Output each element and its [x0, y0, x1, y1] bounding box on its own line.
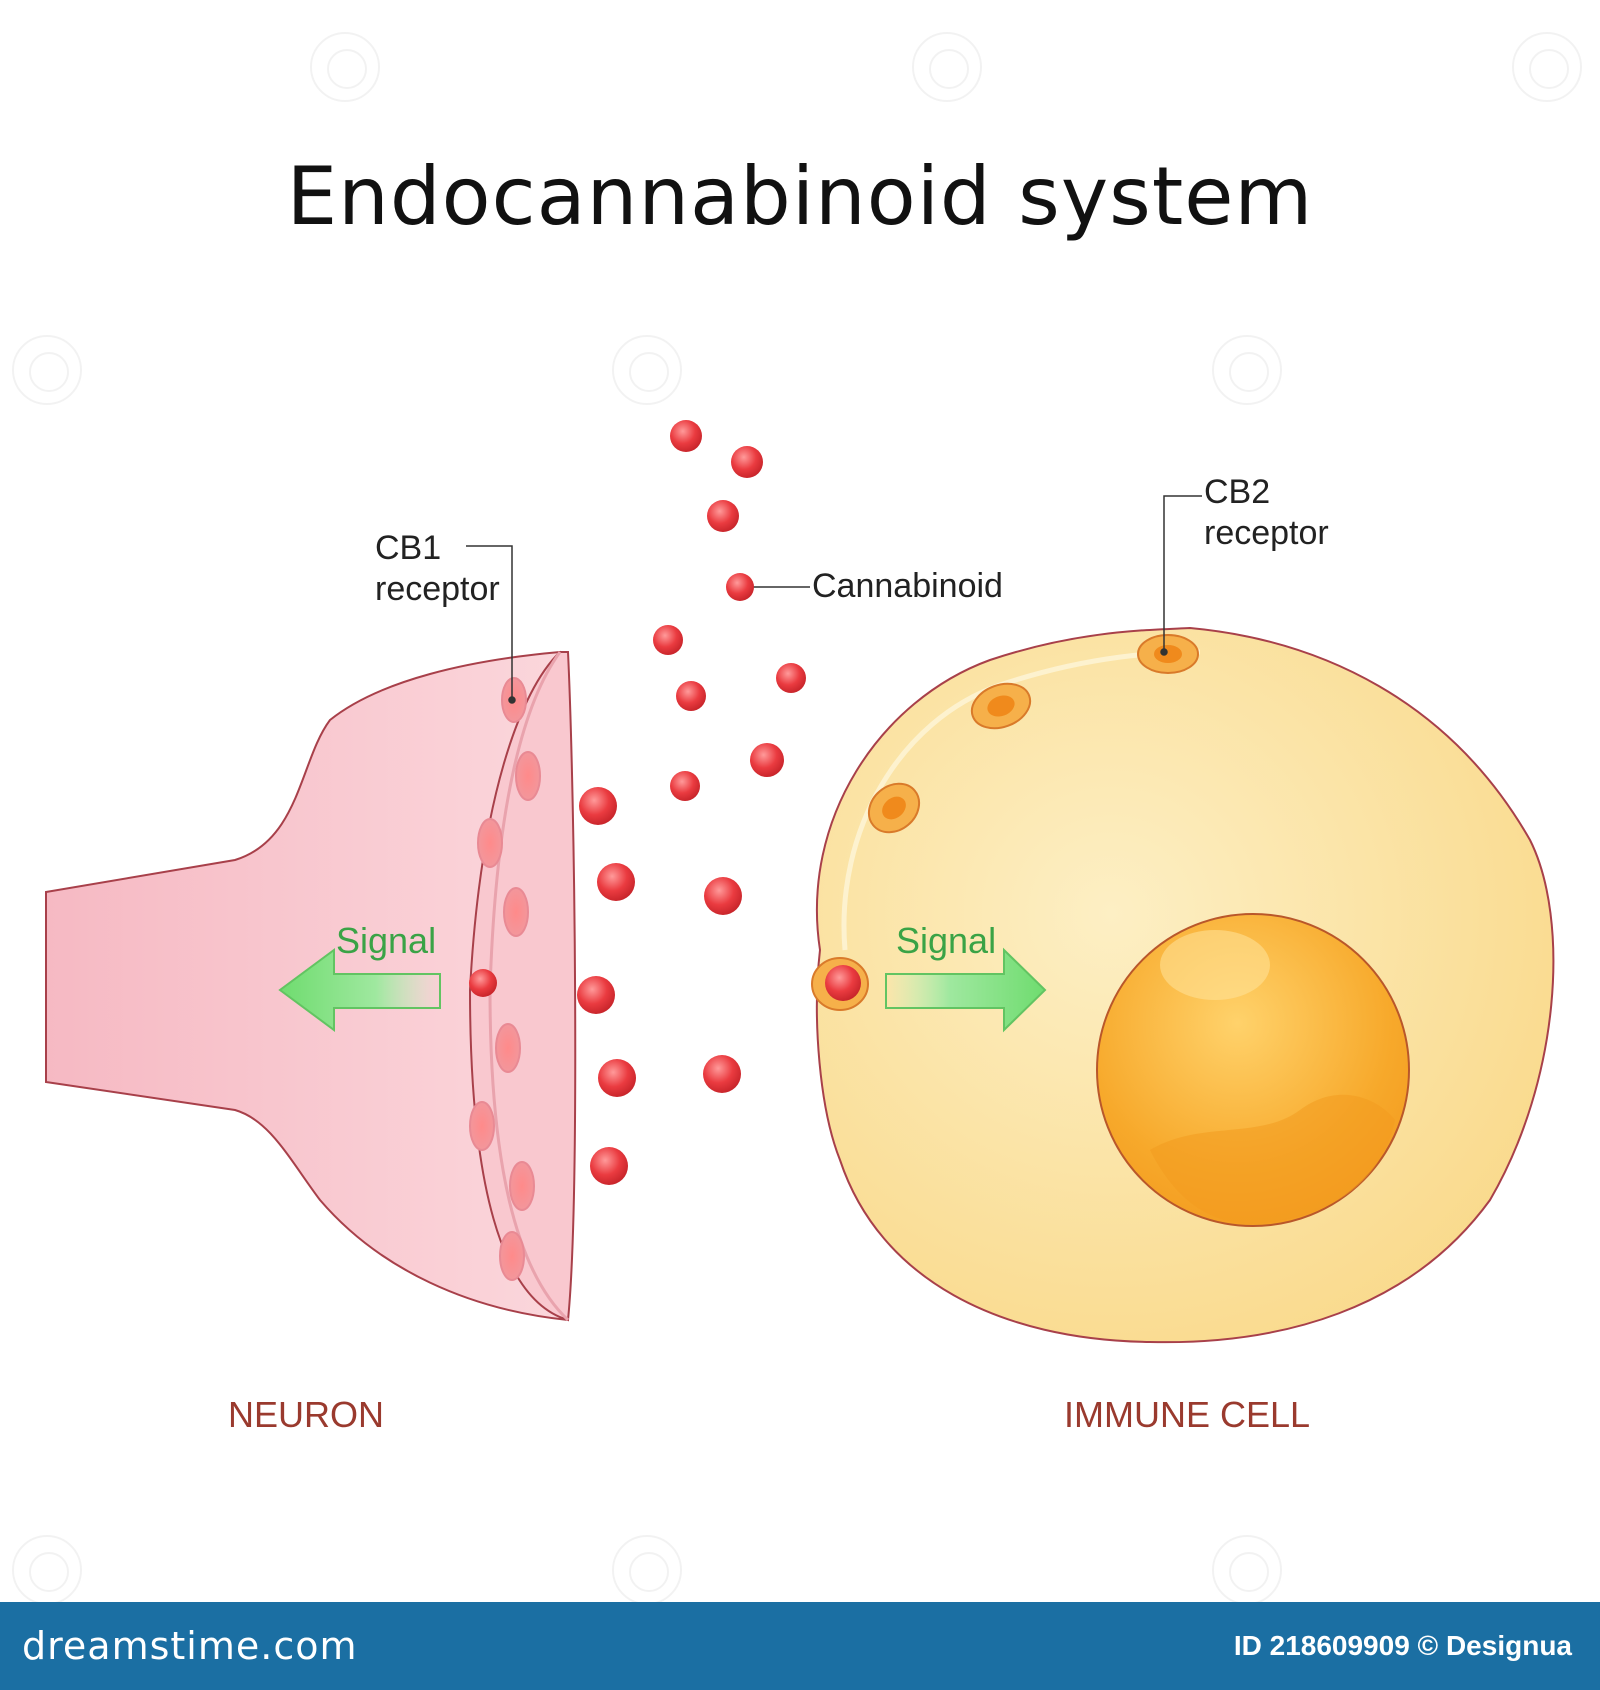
- brand-logo[interactable]: dreamstime.com: [22, 1624, 358, 1668]
- signal-label-immune: Signal: [896, 920, 997, 961]
- signal-arrow-right: [885, 947, 1047, 1033]
- watermark-logo: [12, 335, 82, 405]
- footer-bar: dreamstime.com ID 218609909 © Designua: [0, 1602, 1600, 1690]
- immune-cell: [811, 626, 1555, 1344]
- cb2-receptor-label: CB2 receptor: [1204, 473, 1329, 552]
- watermark-logo: [612, 1535, 682, 1605]
- diagram-title: Endocannabinoid system: [286, 150, 1314, 243]
- signal-arrow-left: [278, 948, 441, 1032]
- cb2-receptor-bound-cannabinoid: [825, 965, 861, 1001]
- watermark-logo: [612, 335, 682, 405]
- cb1-receptor-bound-cannabinoid: [469, 969, 497, 997]
- neuron-caption: NEURON: [228, 1394, 385, 1435]
- cannabinoid-leader-line: [744, 583, 810, 591]
- watermark-logo: [912, 32, 982, 102]
- watermark-logo: [1512, 32, 1582, 102]
- cb2-receptors: [811, 634, 1199, 1011]
- cannabinoid-label: Cannabinoid: [812, 567, 1003, 605]
- synaptic-vesicles: [469, 677, 541, 1281]
- watermark-logo: [310, 32, 380, 102]
- cb1-receptor-label: CB1 receptor: [375, 529, 500, 608]
- free-cannabinoids: [577, 420, 806, 1185]
- cb2-leader-line: [1160, 495, 1202, 656]
- signal-label-neuron: Signal: [336, 920, 437, 961]
- image-credit: ID 218609909 © Designua: [1233, 1630, 1572, 1661]
- watermark-logo: [1212, 335, 1282, 405]
- watermark-logo: [12, 1535, 82, 1605]
- endocannabinoid-diagram: [45, 420, 1555, 1344]
- immune-cell-caption: IMMUNE CELL: [1064, 1394, 1311, 1435]
- watermark-logo: [1212, 1535, 1282, 1605]
- cb1-leader-line: [466, 545, 516, 704]
